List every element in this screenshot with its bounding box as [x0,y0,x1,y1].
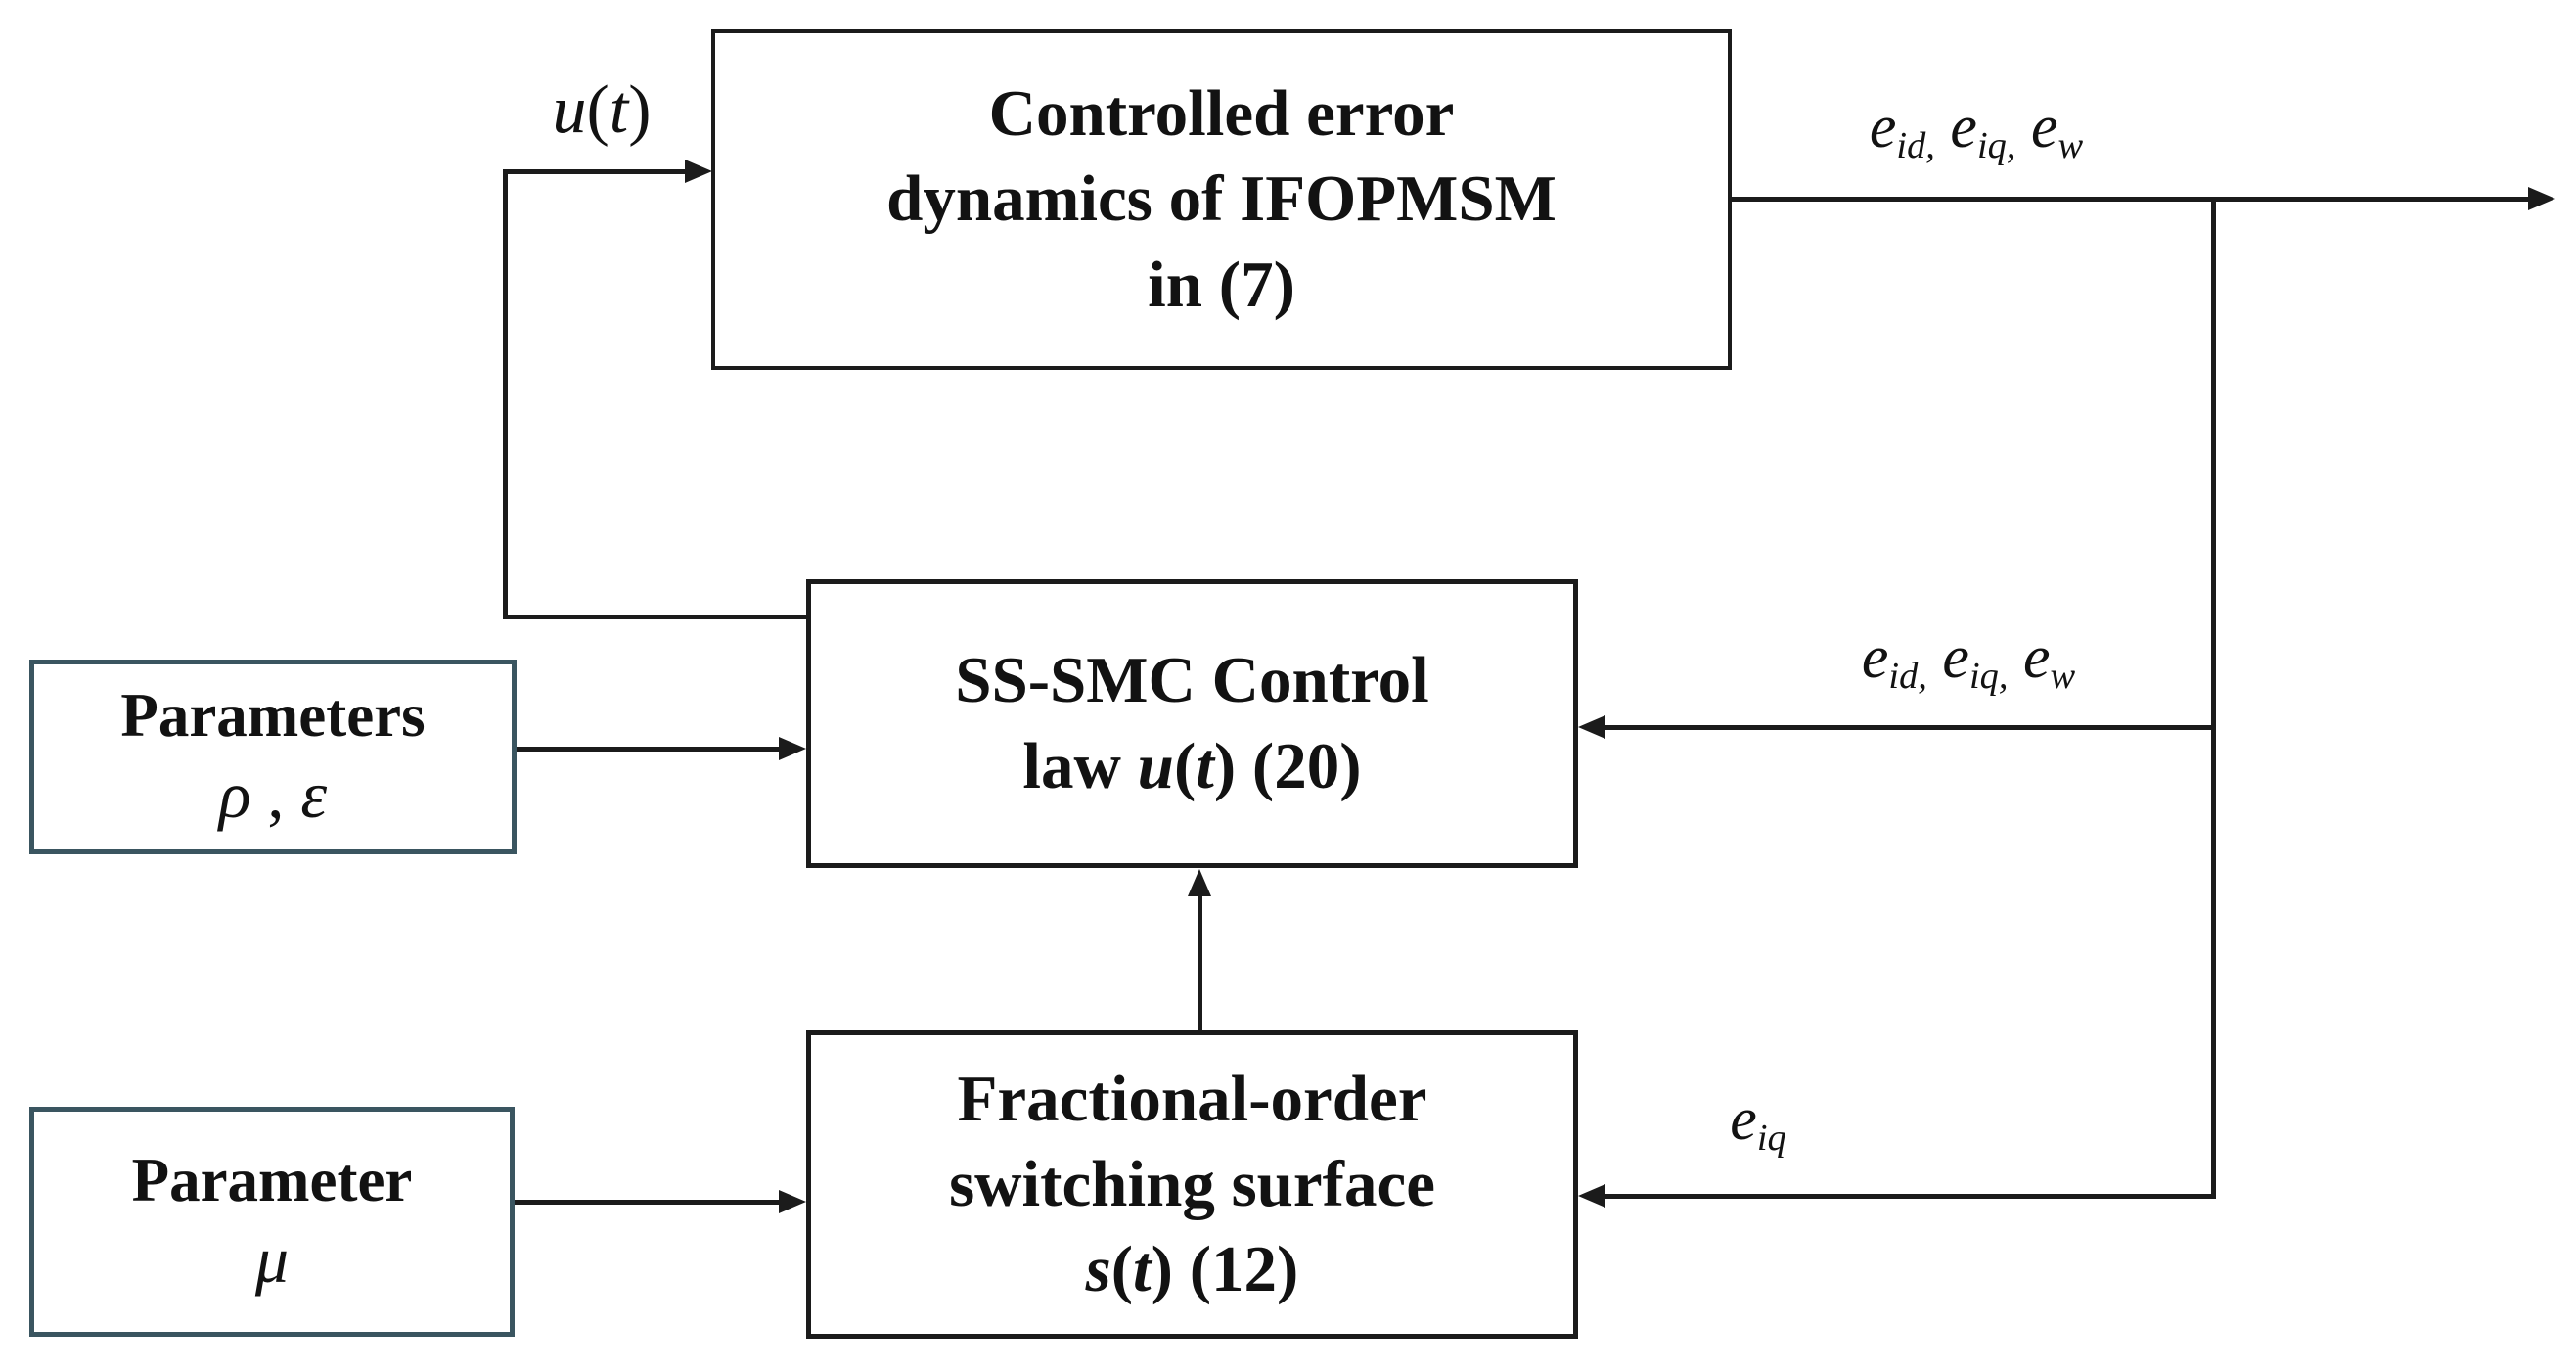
signal-label-ut: u(t) [552,72,652,148]
signal-label-eiq-feedback: eiq [1730,1086,1786,1159]
arrowhead-mu-into-surface [779,1190,806,1213]
switching-surface-box-text-line1: Fractional-order [957,1062,1427,1135]
connector-feedback-vertical [2211,199,2216,1199]
parameter-mu-box-title: Parameter [131,1145,413,1214]
controller-box-text-line1: SS-SMC Control [955,644,1429,717]
switching-surface-box-text-line3: s(t) (12) [1085,1233,1299,1306]
parameters-box: Parameters ρ , ε [29,660,517,854]
connector-errors-feedback-horizontal [1604,725,2214,730]
controller-box-text-line2: law u(t) (20) [1022,729,1362,802]
parameters-box-symbols: ρ , ε [218,757,328,833]
arrowhead-parameters-into-controller [779,737,806,760]
connector-ut-input-horizontal [503,169,691,174]
controller-box: SS-SMC Control law u(t) (20) [806,579,1578,868]
connector-eiq-feedback-horizontal [1604,1194,2216,1199]
arrowhead-eiq-into-surface [1578,1184,1605,1208]
connector-ut-return-horizontal [503,615,806,619]
parameters-box-title: Parameters [120,680,426,750]
connector-surface-to-controller-vertical [1198,893,1202,1030]
connector-mu-arrow [515,1200,783,1205]
arrowhead-errors-into-controller [1578,715,1605,739]
parameter-mu-box-symbol: μ [254,1222,290,1298]
switching-surface-box-text-line2: switching surface [949,1147,1435,1220]
plant-box-text-line2: dynamics of IFOPMSM [886,162,1557,236]
plant-box-text-line1: Controlled error [988,77,1455,151]
signal-label-errors-feedback: eid, eiq, ew [1861,624,2076,697]
plant-box: Controlled error dynamics of IFOPMSM in … [711,29,1732,370]
parameter-mu-box: Parameter μ [29,1107,515,1337]
arrowhead-surface-into-controller [1188,869,1211,896]
arrowhead-errors-output [2528,187,2555,210]
connector-parameters-arrow [517,747,783,752]
arrowhead-ut-into-plant [685,160,712,183]
connector-plant-output-horizontal [1732,197,2532,202]
plant-box-text-line3: in (7) [1148,248,1295,321]
switching-surface-box: Fractional-order switching surface s(t) … [806,1030,1578,1339]
connector-ut-vertical [503,169,508,619]
signal-label-errors-output: eid, eiq, ew [1869,94,2084,166]
